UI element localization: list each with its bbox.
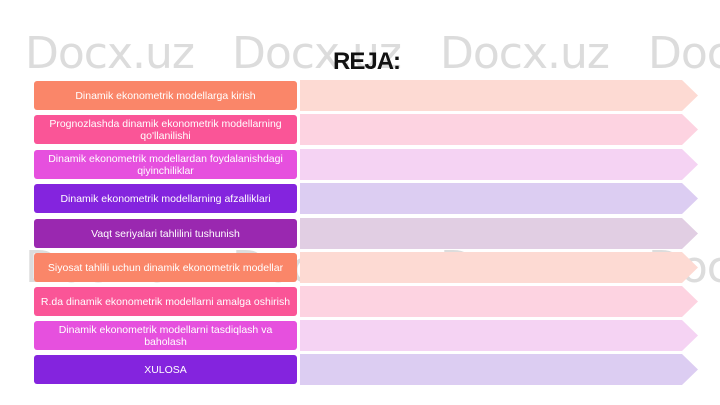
agenda-item-label: Prognozlashda dinamik ekonometrik modell… bbox=[34, 115, 297, 144]
agenda-item: R.da dinamik ekonometrik modellarni amal… bbox=[34, 286, 698, 317]
agenda-item: Siyosat tahlili uchun dinamik ekonometri… bbox=[34, 252, 698, 283]
agenda-item-label: R.da dinamik ekonometrik modellarni amal… bbox=[34, 287, 297, 316]
page-title: REJA: bbox=[333, 48, 401, 75]
agenda-item: XULOSA bbox=[34, 354, 698, 385]
arrow-shape bbox=[300, 286, 698, 317]
watermark: Docx.uz bbox=[232, 28, 402, 79]
agenda-item: Prognozlashda dinamik ekonometrik modell… bbox=[34, 114, 698, 145]
agenda-item-label: Dinamik ekonometrik modellardan foydalan… bbox=[34, 150, 297, 179]
agenda-item-label: Siyosat tahlili uchun dinamik ekonometri… bbox=[34, 253, 297, 282]
arrow-shape bbox=[300, 252, 698, 283]
agenda-item-label: XULOSA bbox=[34, 355, 297, 384]
agenda-item: Dinamik ekonometrik modellarni tasdiqlas… bbox=[34, 320, 698, 351]
arrow-shape bbox=[300, 80, 698, 111]
watermark: Docx.uz bbox=[440, 28, 610, 79]
agenda-item-label: Dinamik ekonometrik modellarni tasdiqlas… bbox=[34, 321, 297, 350]
arrow-shape bbox=[300, 183, 698, 214]
agenda-item-label: Vaqt seriyalari tahlilini tushunish bbox=[34, 219, 297, 248]
watermark: Docx.uz bbox=[25, 28, 195, 79]
watermark: Docx.uz bbox=[648, 28, 720, 79]
arrow-shape bbox=[300, 218, 698, 249]
agenda-item: Vaqt seriyalari tahlilini tushunish bbox=[34, 218, 698, 249]
arrow-shape bbox=[300, 114, 698, 145]
agenda-item-label: Dinamik ekonometrik modellarning afzalli… bbox=[34, 184, 297, 213]
agenda-item-label: Dinamik ekonometrik modellarga kirish bbox=[34, 81, 297, 110]
arrow-shape bbox=[300, 354, 698, 385]
agenda-item: Dinamik ekonometrik modellarga kirish bbox=[34, 80, 698, 111]
agenda-item: Dinamik ekonometrik modellardan foydalan… bbox=[34, 149, 698, 180]
arrow-shape bbox=[300, 320, 698, 351]
agenda-item: Dinamik ekonometrik modellarning afzalli… bbox=[34, 183, 698, 214]
arrow-shape bbox=[300, 149, 698, 180]
